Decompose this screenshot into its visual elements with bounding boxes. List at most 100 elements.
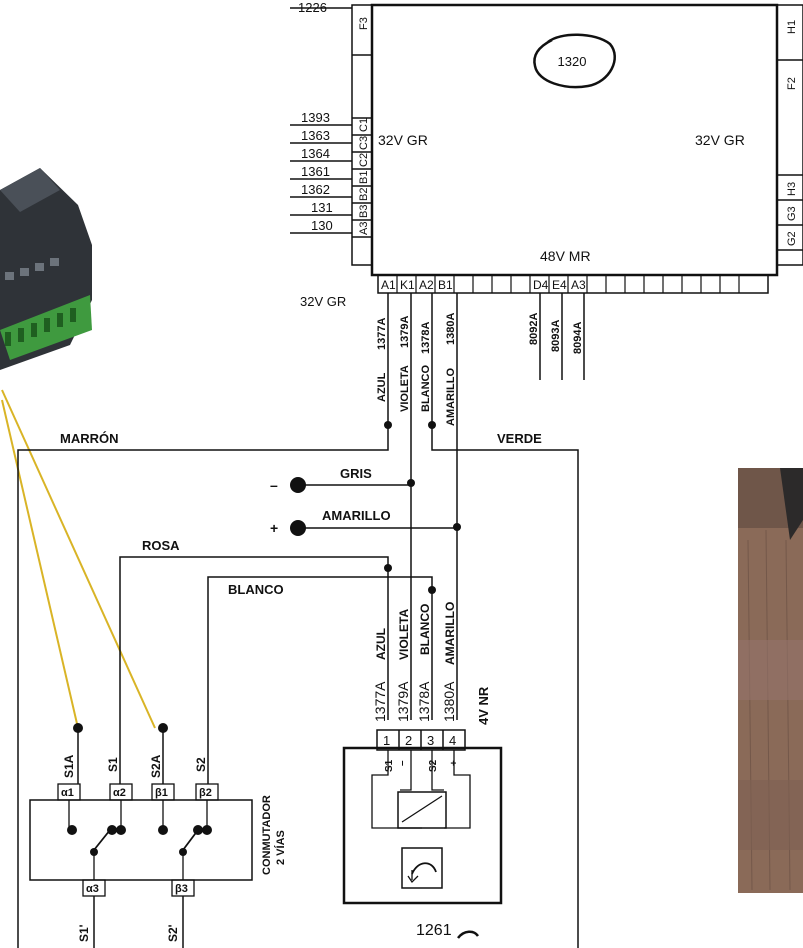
sensor-wire-color: VIOLETA <box>397 609 411 660</box>
yellow-wire-s2a <box>1 389 156 729</box>
bottom-pin: B1 <box>438 278 453 292</box>
circled-number: 1320 <box>558 54 587 69</box>
ecu-top-pin-code: F3 <box>358 17 370 30</box>
sensor-wire-numbers: 1377A 1379A 1378A 1380A <box>372 681 457 722</box>
wire-label: VIOLETA <box>399 365 411 412</box>
sensor-pin: 3 <box>427 733 434 748</box>
ecu-right-label-32v: 32V GR <box>695 132 745 148</box>
label-minus: – <box>270 477 278 493</box>
wire-label: 1377A <box>376 318 388 350</box>
pin-number: 1393 <box>301 110 330 125</box>
label-amarillo: AMARILLO <box>322 508 391 523</box>
pin-code: G2 <box>786 231 798 246</box>
pin-number: 131 <box>311 200 333 215</box>
hand-mark <box>457 930 480 939</box>
junction-dots <box>290 421 461 594</box>
pin-code: C2 <box>358 153 370 167</box>
ecu-label-48v: 48V MR <box>540 248 591 264</box>
conmutador-2-vias <box>29 728 253 948</box>
sensor-wire-number: 1378A <box>416 681 432 722</box>
pin-number: 1364 <box>301 146 330 161</box>
switch-terminal: β2 <box>199 787 212 799</box>
switch-terminals: α1 α2 β1 β2 α3 β3 <box>61 787 212 895</box>
ecu-right-pin-codes: H1 F2 H3 G3 G2 <box>786 20 798 246</box>
sensor-connector-label: 4V NR <box>476 686 491 725</box>
sensor-1261 <box>342 729 503 905</box>
switch-terminal: α1 <box>61 787 74 799</box>
sensor-component-number: 1261 <box>416 922 452 939</box>
wire-label: BLANCO <box>420 365 432 412</box>
yellow-wires <box>1 389 156 729</box>
circled-number-badge: 1320 <box>533 33 616 89</box>
wire-color-labels: MARRÓN VERDE GRIS AMARILLO ROSA BLANCO –… <box>60 431 542 597</box>
bottom-pin: A1 <box>381 278 396 292</box>
ecu-left-label-32v: 32V GR <box>378 132 428 148</box>
wire-label: 8092A <box>528 313 540 345</box>
sensor-pin-label: S2 <box>428 759 439 772</box>
pin-code: G3 <box>786 206 798 221</box>
wire-label: 1378A <box>420 322 432 354</box>
sensor-pin: 4 <box>449 733 456 748</box>
sensor-pin: 1 <box>383 733 390 748</box>
usb-daq-device-image <box>0 168 92 370</box>
ecu-block <box>290 3 803 294</box>
ecu-bottom-pins: A1 K1 A2 B1 D4 E4 A3 <box>381 278 586 292</box>
ecu-left-pin-numbers: 1393 1363 1364 1361 1362 131 130 <box>301 110 333 233</box>
bottom-pin: A2 <box>419 278 434 292</box>
wooden-surface-image <box>738 468 803 893</box>
bottom-pin: A3 <box>571 278 586 292</box>
pin-code: B1 <box>358 171 370 184</box>
sensor-wire-number: 1380A <box>441 681 457 722</box>
switch-label: S1A <box>62 754 76 778</box>
wire-label: 1379A <box>399 316 411 348</box>
switch-title-line1: CONMUTADOR <box>261 795 273 875</box>
pin-code: H3 <box>786 182 798 196</box>
label-verde: VERDE <box>497 431 542 446</box>
pin-code: H1 <box>786 20 798 34</box>
sensor-wire-color: AMARILLO <box>443 602 457 665</box>
pin-number: 1362 <box>301 182 330 197</box>
switch-contacts <box>67 723 212 856</box>
bottom-pin: K1 <box>400 278 415 292</box>
sensor-pin: 2 <box>405 733 412 748</box>
sensor-pins: 1 2 3 4 <box>383 733 456 748</box>
label-rosa: ROSA <box>142 538 180 553</box>
sensor-wire-number: 1379A <box>395 681 411 722</box>
switch-terminal: β1 <box>155 787 168 799</box>
ecu-bottom-label-32v: 32V GR <box>300 294 346 309</box>
sensor-pin-label: – <box>397 760 408 766</box>
sensor-wire-labels: AZUL VIOLETA BLANCO AMARILLO <box>374 602 457 665</box>
switch-label: S1 <box>106 757 120 772</box>
sensor-wire-color: BLANCO <box>418 604 432 655</box>
switch-label: S2 <box>194 757 208 772</box>
switch-bottom-label: S1' <box>77 924 91 942</box>
bottom-pin: D4 <box>533 278 549 292</box>
pin-number: 1361 <box>301 164 330 179</box>
label-gris: GRIS <box>340 466 372 481</box>
ecu-left-pin-codes: C1 C3 C2 B1 B2 B3 A3 <box>358 118 370 235</box>
bottom-pin: E4 <box>552 278 567 292</box>
switch-bottom-label: S2' <box>166 924 180 942</box>
wire-label: 8094A <box>572 322 584 354</box>
sensor-pin-label: + <box>449 760 460 766</box>
pin-code: B2 <box>358 188 370 201</box>
wire-label: 1380A <box>445 313 457 345</box>
ecu-wire-labels: AZUL 1377A VIOLETA 1379A BLANCO 1378A AM… <box>376 313 584 426</box>
wire-label: AZUL <box>376 372 388 402</box>
switch-title-line2: 2 VÍAS <box>274 830 287 865</box>
sensor-pin-label: S1 <box>384 759 395 772</box>
switch-top-labels: S1A S1 S2A S2 <box>62 754 208 778</box>
pin-code: C3 <box>358 136 370 150</box>
switch-terminal: α3 <box>86 883 99 895</box>
label-blanco: BLANCO <box>228 582 284 597</box>
sensor-wire-color: AZUL <box>374 628 388 660</box>
sensor-wire-number: 1377A <box>372 681 388 722</box>
wire-label: AMARILLO <box>445 368 457 426</box>
harness-wires <box>17 425 579 948</box>
label-marron: MARRÓN <box>60 431 119 446</box>
pin-code: F2 <box>786 77 798 90</box>
pin-code: C1 <box>358 118 370 132</box>
pin-number: 1363 <box>301 128 330 143</box>
pin-code: A3 <box>358 222 370 235</box>
